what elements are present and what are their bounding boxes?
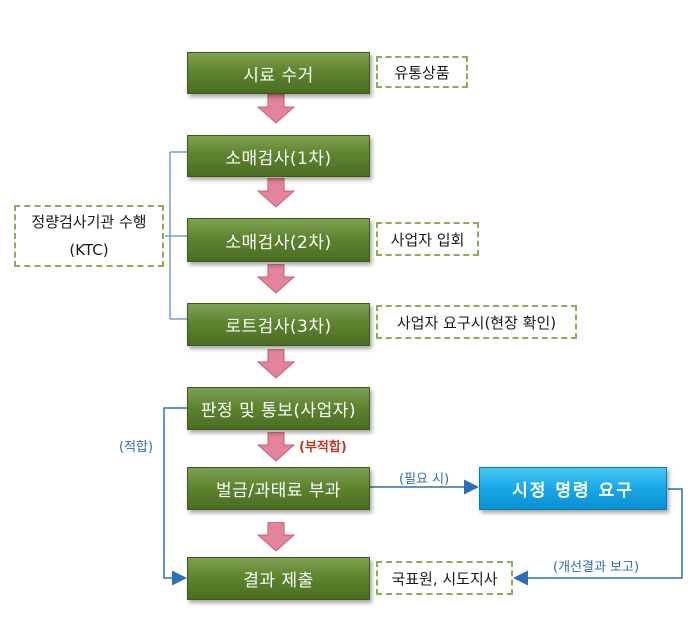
conforming-arrow <box>163 407 187 586</box>
down-arrow-icon <box>257 264 295 294</box>
label-improvement-report: (개선결과 보고) <box>553 560 640 575</box>
agency-name: 정량검사기관 수행 <box>31 213 147 231</box>
step-lot-test-3: 로트검사(3차) <box>187 303 370 346</box>
label-if-needed: (필요 시) <box>399 472 450 487</box>
down-arrow-icon <box>257 432 295 462</box>
note-submission-target: 국표원, 시도지사 <box>376 561 513 595</box>
step-result-submission: 결과 제출 <box>187 557 370 600</box>
down-arrow-icon <box>257 522 295 552</box>
note-agency: 정량검사기관 수행 (KTC) <box>14 205 164 267</box>
step-correction-order: 시정 명령 요구 <box>479 467 667 510</box>
improvement-report-arrow <box>513 488 683 586</box>
step-fine-penalty: 벌금/과태료 부과 <box>187 467 370 510</box>
label-nonconforming: (부적합) <box>299 440 347 455</box>
step-sample-collection: 시료 수거 <box>187 52 370 94</box>
down-arrow-icon <box>257 349 295 379</box>
note-business-request: 사업자 요구시(현장 확인) <box>376 305 577 339</box>
down-arrow-icon <box>257 178 295 208</box>
step-retail-test-1: 소매검사(1차) <box>187 135 370 177</box>
note-distribution-product: 유통상품 <box>376 56 468 88</box>
agency-code: (KTC) <box>69 241 109 259</box>
step-judgment-notice: 판정 및 통보(사업자) <box>187 387 370 430</box>
down-arrow-icon <box>257 94 295 124</box>
label-conforming: (적합) <box>119 440 154 455</box>
step-retail-test-2: 소매검사(2차) <box>187 218 370 262</box>
note-business-attendance: 사업자 입회 <box>376 222 479 256</box>
